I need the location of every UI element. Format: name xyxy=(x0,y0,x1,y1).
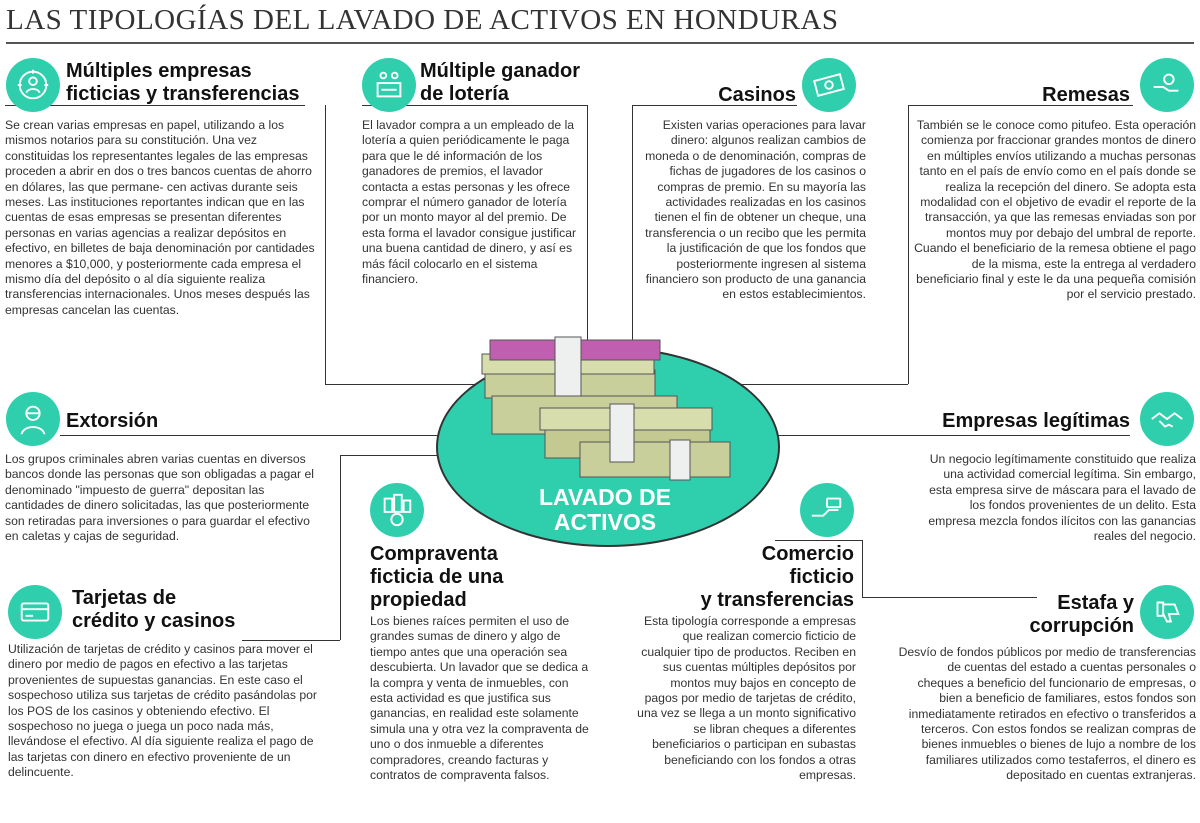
heading-line: ficticia de una xyxy=(370,566,504,588)
ganador-loteria-body: El lavador compra a un empleado de la lo… xyxy=(362,118,577,287)
heading-line: Estafa y xyxy=(1057,592,1134,614)
compraventa-heading: Compraventa ficticia de una propiedad xyxy=(370,543,570,612)
heading-line: Tarjetas de xyxy=(72,587,177,609)
heading-line: de lotería xyxy=(420,83,509,105)
remesas-heading: Remesas xyxy=(1042,84,1130,106)
credit-card-icon xyxy=(8,585,62,639)
comercio-heading: Comercio ficticio y transferencias xyxy=(660,543,854,612)
tarjetas-heading: Tarjetas de crédito y casinos xyxy=(72,587,262,633)
hand-card-icon xyxy=(800,483,854,537)
hand-money-icon xyxy=(1140,58,1194,112)
empresas-ficticias-body: Se crean varias empresas en papel, utili… xyxy=(5,118,315,317)
estafa-heading: Estafa y corrupción xyxy=(1010,592,1134,638)
extorsion-body: Los grupos criminales abren varias cuent… xyxy=(5,452,314,544)
empresas-ficticias-heading: Múltiples empresas ficticias y transfere… xyxy=(66,60,326,106)
heading-line: ficticio xyxy=(789,566,854,588)
masked-person-icon xyxy=(6,392,60,446)
estafa-body: Desvío de fondos públicos por medio de t… xyxy=(898,645,1196,783)
heading-line: ficticias y transferencias xyxy=(66,83,300,105)
extorsion-heading: Extorsión xyxy=(66,410,159,432)
remesas-body: También se le conoce como pitufeo. Esta … xyxy=(914,118,1196,302)
handshake-icon xyxy=(1140,392,1194,446)
cash-icon xyxy=(802,58,856,112)
heading-line: Múltiples empresas xyxy=(66,60,252,82)
page-title: LAS TIPOLOGÍAS DEL LAVADO DE ACTIVOS EN … xyxy=(6,4,839,36)
heading-line: Múltiple ganador xyxy=(420,60,580,82)
casinos-body: Existen varias operaciones para lavar di… xyxy=(645,118,866,302)
empresas-legitimas-heading: Empresas legítimas xyxy=(942,410,1130,432)
heading-line: y transferencias xyxy=(700,589,854,611)
people-transfer-icon xyxy=(6,58,60,112)
money-stacks-icon xyxy=(481,336,731,481)
ganador-loteria-heading: Múltiple ganador de lotería xyxy=(420,60,600,106)
center-label-line-2: ACTIVOS xyxy=(553,509,657,535)
heading-line: crédito y casinos xyxy=(72,610,236,632)
casinos-heading: Casinos xyxy=(718,84,796,106)
heading-line: propiedad xyxy=(370,589,467,611)
buildings-money-icon xyxy=(370,483,424,537)
compraventa-body: Los bienes raíces permiten el uso de gra… xyxy=(370,614,589,783)
heading-line: Compraventa xyxy=(370,543,498,565)
center-label-line-1: LAVADO DE xyxy=(538,484,672,510)
title-divider xyxy=(6,42,1194,44)
thumbs-down-icon xyxy=(1140,585,1194,639)
center-label: LAVADO DE ACTIVOS xyxy=(500,485,710,535)
heading-line: corrupción xyxy=(1029,615,1134,637)
heading-line: Comercio xyxy=(761,543,854,565)
lottery-icon xyxy=(362,58,416,112)
comercio-body: Esta tipología corresponde a empresas qu… xyxy=(637,614,856,783)
empresas-legitimas-body: Un negocio legítimamente constituido que… xyxy=(928,452,1196,544)
tarjetas-body: Utilización de tarjetas de crédito y cas… xyxy=(8,642,317,780)
